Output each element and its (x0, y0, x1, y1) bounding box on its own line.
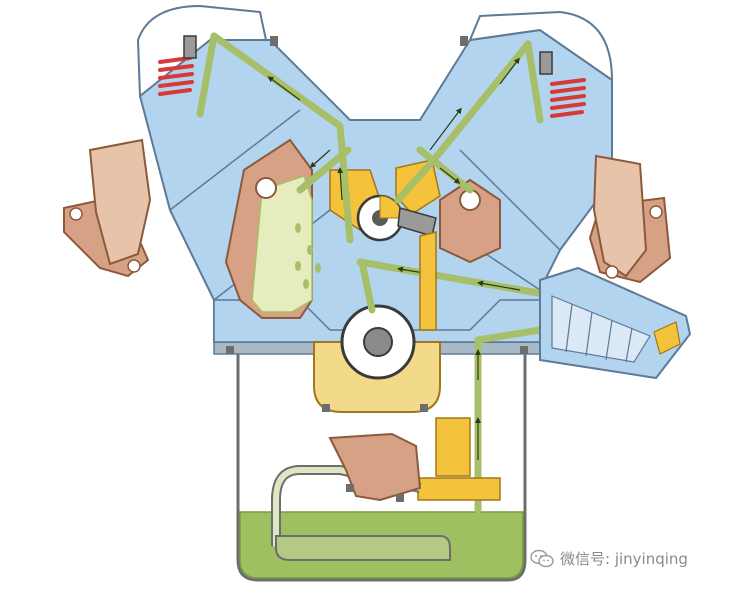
left-valve-cover (136, 4, 268, 99)
bolts (226, 36, 528, 502)
oil-pump (417, 231, 501, 501)
left-cylinder (224, 138, 321, 319)
oil-pickup (271, 432, 451, 561)
crankshaft (313, 304, 441, 413)
left-exhaust-manifold (63, 138, 152, 278)
right-cylinder (439, 178, 501, 264)
oil-flow-arrows (267, 57, 521, 460)
pickup-screen (275, 535, 451, 561)
oil-drip-area (251, 175, 313, 313)
watermark: 微信号: jinyinqing (530, 548, 688, 569)
oil-drops (295, 223, 321, 289)
left-valve-spring (158, 35, 197, 96)
filter-element (565, 303, 633, 363)
wechat-icon (530, 549, 554, 567)
watermark-text: 微信号: jinyinqing (560, 550, 688, 568)
right-valve-cover (468, 10, 614, 82)
oil-passages (196, 32, 594, 514)
oil-filter (539, 266, 692, 380)
right-valve-spring (539, 51, 586, 118)
right-exhaust-manifold (588, 154, 672, 284)
